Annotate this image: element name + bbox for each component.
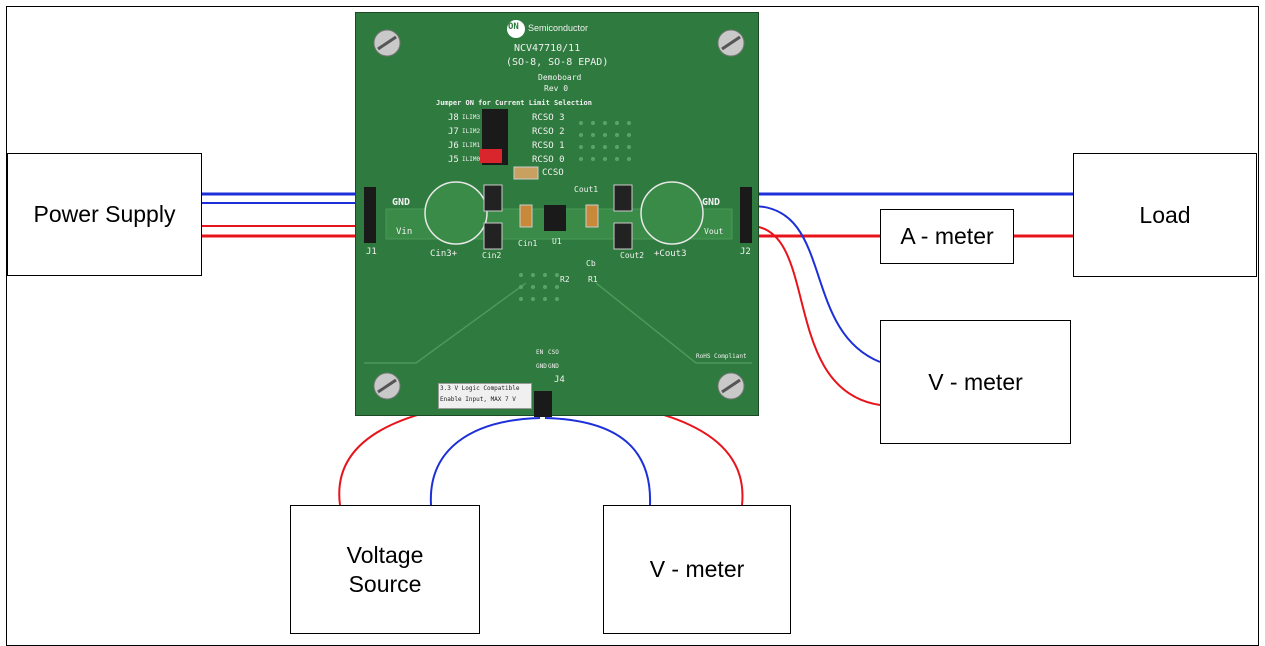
jumper-label-j8: J8 bbox=[448, 113, 459, 123]
u1-chip bbox=[544, 205, 566, 231]
cin1-label: Cin1 bbox=[518, 239, 538, 248]
j1-header bbox=[364, 187, 376, 243]
v-meter-bottom-label: V - meter bbox=[649, 556, 745, 583]
jumper-note: Jumper ON for Current Limit Selection bbox=[436, 99, 592, 107]
cout3-label: +Cout3 bbox=[654, 249, 687, 259]
a-meter-box: A - meter bbox=[880, 209, 1014, 264]
demoboard: ON Semiconductor NCV47710/11 (SO-8, SO-8… bbox=[355, 12, 759, 417]
screw-bottom-right bbox=[717, 372, 745, 400]
j4-pin-cso: CSO bbox=[548, 349, 559, 356]
wire-vsource-blue bbox=[429, 417, 541, 506]
load-label: Load bbox=[1139, 201, 1191, 228]
j1-label: J1 bbox=[366, 247, 377, 257]
cout1-capacitor bbox=[585, 204, 599, 228]
voltage-source-box: Voltage Source bbox=[290, 505, 480, 634]
cout2-label: Cout2 bbox=[620, 251, 645, 260]
j4-label: J4 bbox=[554, 375, 565, 385]
board-rev: Rev 0 bbox=[544, 84, 569, 93]
on-logo-mark bbox=[507, 20, 525, 38]
vout-label: Vout bbox=[704, 227, 724, 236]
jumper-tag-ilim0: ILIM0 bbox=[462, 156, 481, 163]
ccso-capacitor bbox=[513, 166, 539, 180]
screw-top-left bbox=[373, 29, 401, 57]
cout2-capacitor bbox=[613, 184, 633, 212]
j4-pin-en: EN bbox=[536, 349, 544, 356]
jumper-label-j5: J5 bbox=[448, 155, 459, 165]
gnd-left-label: GND bbox=[392, 197, 411, 208]
screw-bottom-left bbox=[373, 372, 401, 400]
logic-note: 3.3 V Logic Compatible bbox=[440, 385, 520, 392]
rohs-label: RoHS Compliant bbox=[696, 353, 747, 360]
j4-pin-gnd-2: GND bbox=[548, 363, 559, 370]
r1-label: R1 bbox=[588, 275, 598, 284]
load-box: Load bbox=[1073, 153, 1257, 277]
on-logo-text: ON bbox=[508, 22, 519, 32]
rcso-1-label: RCSO 1 bbox=[532, 141, 565, 151]
cin2b-capacitor bbox=[483, 222, 503, 250]
board-artwork bbox=[364, 20, 752, 417]
jumper-tag-ilim3: ILIM3 bbox=[462, 114, 481, 121]
silk-outline-left bbox=[364, 282, 527, 364]
enable-note: Enable Input, MAX 7 V bbox=[440, 396, 516, 403]
gnd-right-label: GND bbox=[702, 197, 721, 208]
j4-pin-gnd-1: GND bbox=[536, 363, 547, 370]
cin2-label: Cin2 bbox=[482, 251, 502, 260]
vin-label: Vin bbox=[396, 227, 413, 237]
wire-vmeter-bottom-blue bbox=[544, 417, 652, 506]
ccso-label: CCSO bbox=[542, 168, 564, 178]
cin1-capacitor bbox=[519, 204, 533, 228]
package-text: (SO-8, SO-8 EPAD) bbox=[506, 57, 609, 68]
cb-label: Cb bbox=[586, 259, 596, 268]
power-supply-label: Power Supply bbox=[33, 201, 176, 228]
cout2b-capacitor bbox=[613, 222, 633, 250]
via-array bbox=[519, 121, 631, 301]
v-meter-right-box: V - meter bbox=[880, 320, 1071, 444]
r2-label: R2 bbox=[560, 275, 570, 284]
j2-header bbox=[740, 187, 752, 243]
silk-outline-right bbox=[595, 282, 752, 364]
part-number: NCV47710/11 bbox=[514, 43, 581, 54]
voltage-source-label: Voltage Source bbox=[346, 541, 424, 597]
wire-vmeter-right-red bbox=[751, 225, 881, 406]
v-meter-right-label: V - meter bbox=[928, 368, 1023, 395]
cout3-capacitor bbox=[640, 181, 704, 245]
power-supply-box: Power Supply bbox=[7, 153, 202, 276]
a-meter-label: A - meter bbox=[900, 223, 994, 250]
cin3-capacitor bbox=[424, 181, 488, 245]
logic-note-panel bbox=[438, 383, 532, 409]
wire-vmeter-right-blue bbox=[751, 205, 881, 363]
screw-top-right bbox=[717, 29, 745, 57]
jumper-label-j7: J7 bbox=[448, 127, 459, 137]
rcso-2-label: RCSO 2 bbox=[532, 127, 565, 137]
jumper-label-j6: J6 bbox=[448, 141, 459, 151]
u1-label: U1 bbox=[552, 237, 562, 246]
rcso-0-label: RCSO 0 bbox=[532, 155, 565, 165]
j2-label: J2 bbox=[740, 247, 751, 257]
cout1-label: Cout1 bbox=[574, 185, 599, 194]
rcso-3-label: RCSO 3 bbox=[532, 113, 565, 123]
jumper-cap-red bbox=[480, 149, 502, 163]
brand-text: Semiconductor bbox=[528, 23, 589, 33]
j4-header bbox=[534, 391, 552, 417]
cin2-capacitor bbox=[483, 184, 503, 212]
jumper-tag-ilim2: ILIM2 bbox=[462, 128, 481, 135]
v-meter-bottom-box: V - meter bbox=[603, 505, 791, 634]
board-type: Demoboard bbox=[538, 73, 582, 82]
cin3-label: Cin3+ bbox=[430, 249, 458, 259]
jumper-tag-ilim1: ILIM1 bbox=[462, 142, 481, 149]
